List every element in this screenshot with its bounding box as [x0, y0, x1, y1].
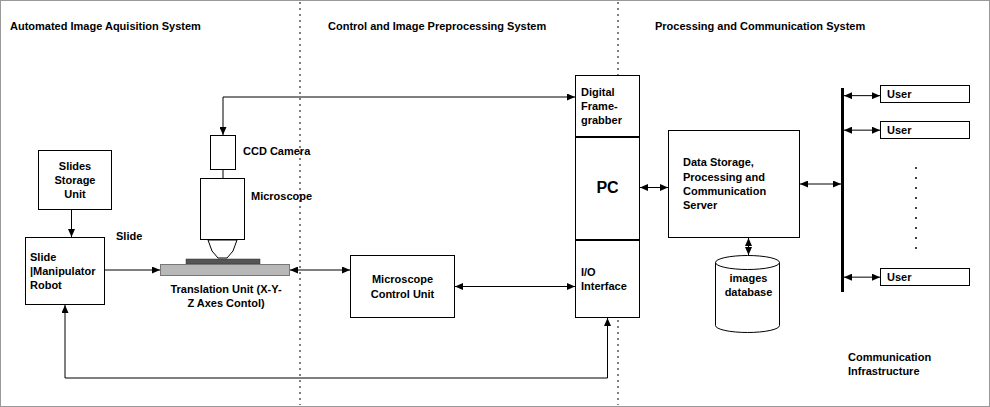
- microscope-objective: [208, 240, 237, 258]
- node-label: Translation Unit (X-Y-Z Axes Contol): [170, 282, 282, 311]
- node-text: Slides Storage Unit: [43, 159, 107, 202]
- node-text: Slide |Manipulator Robot: [30, 250, 100, 293]
- node-label: Microscope: [251, 189, 312, 203]
- connector-arrow: [455, 286, 575, 287]
- process-box: PC: [575, 137, 640, 240]
- user-box: User: [880, 268, 970, 286]
- node-text: I/O Interface: [581, 265, 634, 294]
- connector-arrow: [640, 187, 668, 188]
- connector-arrow: [844, 130, 880, 131]
- storage-box: Slides Storage Unit: [38, 150, 112, 210]
- communication-bus: Communication Infrastructure: [841, 88, 844, 292]
- node-text: User: [887, 270, 963, 284]
- node-text: User: [887, 123, 963, 137]
- connector-arrow: [844, 95, 880, 96]
- continuation-dots: [915, 167, 917, 249]
- connector-arrow: [223, 170, 224, 178]
- node-label: Communication Infrastructure: [848, 350, 948, 379]
- part-label: Slide: [116, 230, 142, 243]
- node-text: Data Storage, Processing and Communicati…: [683, 155, 793, 212]
- process-box: Microscope Control Unit: [350, 255, 455, 318]
- connector-arrow: [800, 184, 841, 185]
- section-title: Automated Image Aquisition System: [10, 20, 201, 33]
- translation-stage: Translation Unit (X-Y-Z Axes Contol): [160, 264, 290, 276]
- node-text: User: [887, 87, 963, 101]
- node-text: Microscope Control Unit: [356, 272, 449, 301]
- section-title: Processing and Communication System: [655, 20, 865, 33]
- connector-arrow: [223, 97, 575, 135]
- connector-arrow: [748, 238, 749, 255]
- process-box: Digital Frame-grabber: [575, 75, 640, 137]
- connector-arrow: [290, 270, 350, 271]
- node-text: Digital Frame-grabber: [581, 85, 634, 128]
- robot-box: Slide |Manipulator Robot: [25, 237, 105, 305]
- user-box: User: [880, 121, 970, 139]
- section-divider: [300, 2, 301, 405]
- section-title: Control and Image Preprocessing System: [328, 20, 546, 33]
- connector-arrow: [105, 270, 160, 271]
- database-cylinder: images database: [715, 255, 782, 333]
- node-text: PC: [580, 178, 635, 199]
- connector-arrow: [71, 210, 72, 237]
- node-label: CCD Camera: [243, 144, 310, 158]
- server-box: Data Storage, Processing and Communicati…: [668, 130, 800, 238]
- node-text: images database: [717, 271, 780, 300]
- camera-box: CCD Camera: [210, 135, 236, 170]
- process-box: I/O Interface: [575, 240, 640, 318]
- microscope-box: Microscope: [200, 178, 245, 240]
- connector-arrow: [65, 305, 608, 378]
- user-box: User: [880, 85, 970, 103]
- connector-arrow: [844, 277, 880, 278]
